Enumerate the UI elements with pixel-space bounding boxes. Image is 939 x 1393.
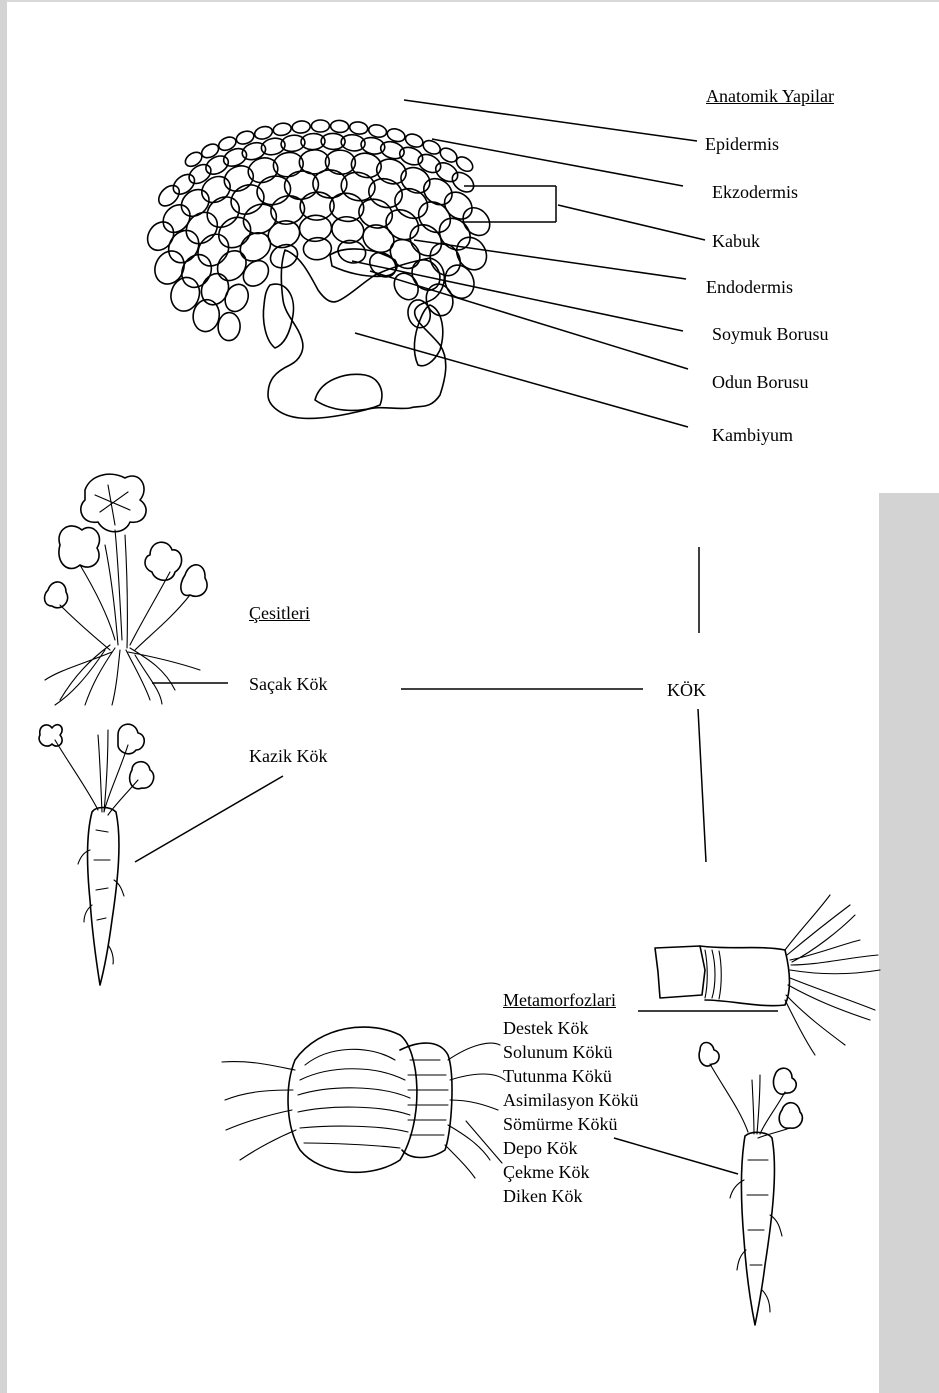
storage-root-illustration [699,1043,802,1326]
tissue-cell [226,179,269,219]
tissue-cell [349,121,369,135]
tissue-cell [330,120,349,133]
tissue-cell [218,312,241,341]
tissue-cell [217,135,238,153]
fibrous-root-plant-illustration [45,474,208,705]
metamorphosis-item: Asimilasyon Kökü [503,1088,639,1112]
types-heading: Çesitleri [249,603,310,623]
tissue-cell [280,134,306,153]
label-kambiyum: Kambiyum [712,425,793,445]
tissue-cell [170,170,199,198]
metamorphosis-item: Sömürme Kökü [503,1112,639,1136]
support-root-illustration [655,895,880,1055]
tissue-cell [412,196,456,239]
label-ekzodermis: Ekzodermis [712,182,798,202]
label-endodermis: Endodermis [706,277,793,297]
label-epidermis: Epidermis [705,134,779,154]
tissue-cell [272,122,292,137]
tissue-cell [406,255,445,296]
bulb-contractile-root-illustration [222,1027,505,1178]
metamorphosis-item: Diken Kök [503,1184,639,1208]
anatomy-heading: Anatomik Yapilar [706,86,834,106]
tissue-cell [368,123,388,139]
tissue-cell [176,249,217,292]
tissue-cell [221,281,252,315]
label-soymuk-borusu: Soymuk Borusu [712,324,829,344]
metamorphosis-item: Depo Kök [503,1136,639,1160]
tissue-cell [167,274,204,315]
tissue-cell [311,120,329,132]
metamorphoses-list: Destek Kök Solunum Kökü Tutunma Kökü Asi… [503,1016,639,1208]
type-sacak-kok: Saçak Kök [249,674,327,694]
tissue-cell [406,298,433,330]
tissue-cell [292,120,311,134]
metamorphosis-item: Tutunma Kökü [503,1064,639,1088]
metamorphosis-item: Solunum Kökü [503,1040,639,1064]
tissue-cell [212,245,252,286]
root-cross-section-illustration [142,120,495,419]
tissue-cell [358,220,398,258]
taproot-carrot-illustration [39,724,154,985]
tissue-cell [451,232,493,276]
center-title-kok: KÖK [667,680,706,700]
tissue-cell [340,133,366,152]
metamorphosis-item: Çekme Kök [503,1160,639,1184]
label-kabuk: Kabuk [712,231,760,251]
tissue-cell [192,228,235,272]
type-kazik-kok: Kazik Kök [249,746,327,766]
tissue-cell [365,174,407,212]
metamorphosis-item: Destek Kök [503,1016,639,1040]
label-odun-borusu: Odun Borusu [712,372,809,392]
metamorphoses-heading: Metamorfozlari [503,990,616,1010]
